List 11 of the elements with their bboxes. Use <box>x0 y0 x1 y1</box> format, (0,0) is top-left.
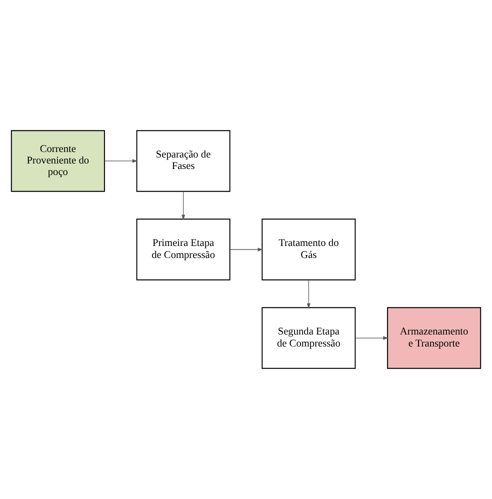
arrow <box>306 280 310 308</box>
node-box: Tratamento do Gás <box>262 218 356 280</box>
node-box: Segunda Etapa de Compressão <box>262 307 356 369</box>
node-box: Armazenamento e Transporte <box>387 307 482 369</box>
arrow <box>182 191 186 220</box>
node-box: Corrente Proveniente do poço <box>10 130 105 192</box>
node-box: Primeira Etapa de Compressão <box>136 218 230 280</box>
arrow <box>104 159 138 163</box>
arrow <box>355 336 388 340</box>
node-box: Separação de Fases <box>136 130 230 192</box>
arrow <box>230 248 263 252</box>
